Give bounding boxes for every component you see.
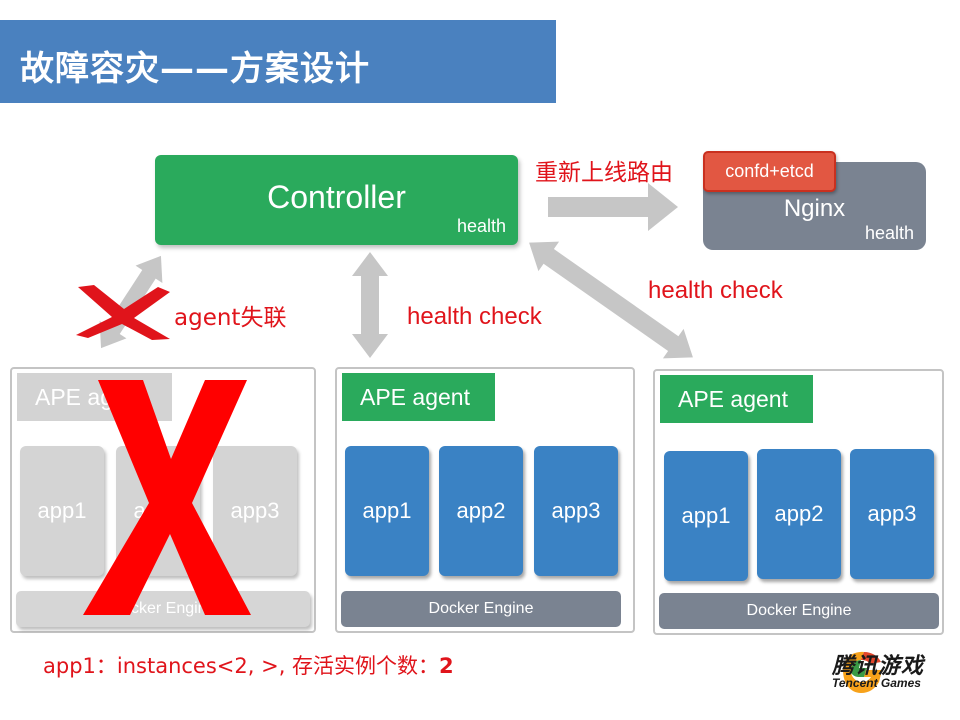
nginx-label: Nginx <box>783 195 846 222</box>
page-title: 故障容灾——方案设计 <box>20 49 370 89</box>
app-card: app2 <box>439 446 523 576</box>
app-card: app3 <box>850 449 934 579</box>
health-check-arrow-right <box>529 241 693 359</box>
controller-node: Controller health <box>155 155 518 245</box>
small-cross-icon <box>76 285 170 340</box>
host-right: APE agent app1 app2 app3 Docker Engine <box>653 369 944 635</box>
app-card: app1 <box>345 446 429 576</box>
app-card: app1 <box>664 451 748 581</box>
title-bar: 故障容灾——方案设计 <box>0 20 556 103</box>
large-cross-icon <box>83 380 251 615</box>
ape-agent-tag: APE agent <box>342 373 495 421</box>
reroute-label: 重新上线路由 <box>535 160 673 186</box>
nginx-health-label: health <box>864 223 914 243</box>
app-card: app3 <box>534 446 618 576</box>
ape-agent-tag: APE agent <box>660 375 813 423</box>
app-card: app3 <box>213 446 297 576</box>
instances-note: app1：instances<2, >, 存活实例个数：2 <box>43 650 454 680</box>
reroute-arrow <box>548 183 678 231</box>
confd-etcd-tag: confd+etcd <box>703 151 836 192</box>
docker-engine-bar: Docker Engine <box>16 591 310 627</box>
tencent-games-logo-icon <box>843 651 882 693</box>
instances-note-text: app1：instances<2, >, 存活实例个数： <box>43 654 440 678</box>
health-check-label-center: health check <box>407 303 542 330</box>
agent-lost-label: agent失联 <box>174 305 287 331</box>
logo-text-cn: 腾讯游戏 <box>832 654 925 679</box>
logo-text-en: Tencent Games <box>832 676 921 690</box>
docker-engine-bar: Docker Engine <box>341 591 621 627</box>
app-card: app1 <box>20 446 104 576</box>
app-card: app2 <box>757 449 841 579</box>
controller-label: Controller <box>267 179 406 215</box>
docker-engine-bar: Docker Engine <box>659 593 939 629</box>
instances-note-value: 2 <box>439 654 454 678</box>
controller-health-label: health <box>456 216 506 236</box>
health-check-label-right: health check <box>648 277 783 304</box>
health-check-arrow-center <box>352 252 388 358</box>
host-center: APE agent app1 app2 app3 Docker Engine <box>335 367 635 633</box>
